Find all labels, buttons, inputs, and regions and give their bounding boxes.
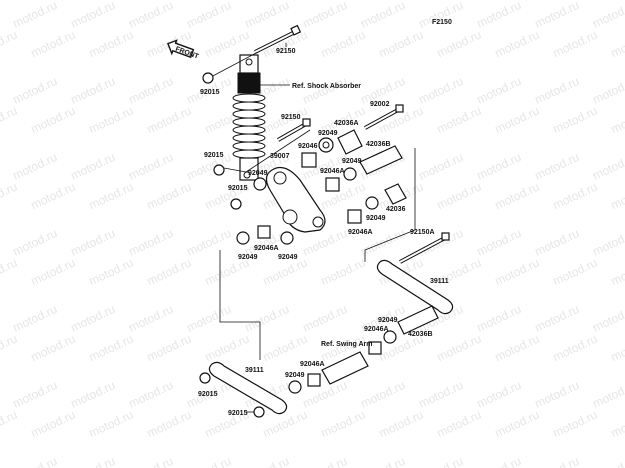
sleeve-42036b-top <box>359 145 403 175</box>
nut-low-icon <box>230 198 242 210</box>
svg-text:92049: 92049 <box>318 130 338 137</box>
nut-mid-icon <box>213 164 225 176</box>
svg-text:42036A: 42036A <box>334 120 359 127</box>
svg-text:92150: 92150 <box>281 114 301 121</box>
rocker-arm <box>265 167 326 233</box>
svg-text:92015: 92015 <box>228 185 248 192</box>
svg-text:92049: 92049 <box>366 215 386 222</box>
svg-text:92015: 92015 <box>200 89 220 96</box>
svg-text:42036B: 42036B <box>366 141 391 148</box>
svg-text:92049: 92049 <box>342 158 362 165</box>
sleeve-42036 <box>384 183 407 205</box>
svg-text:92150: 92150 <box>276 48 296 55</box>
svg-text:39111: 39111 <box>430 278 449 285</box>
washer-2-icon <box>253 177 267 191</box>
bolt-92150a <box>399 232 450 264</box>
svg-text:92015: 92015 <box>204 152 224 159</box>
svg-text:42036: 42036 <box>386 206 406 213</box>
svg-text:39111: 39111 <box>245 367 264 374</box>
svg-text:92049: 92049 <box>248 170 268 177</box>
bolt-right <box>364 104 404 130</box>
washer-6-icon <box>280 231 294 245</box>
svg-text:39007: 39007 <box>270 153 290 160</box>
nut-bottom-icon <box>253 406 265 418</box>
shock-absorber <box>232 54 266 181</box>
ref-swing-arm: Ref. Swing Arm <box>321 341 372 348</box>
svg-text:92015: 92015 <box>198 391 218 398</box>
nut-left-icon <box>199 372 211 384</box>
washer-5-icon <box>236 231 250 245</box>
svg-text:92046: 92046 <box>298 143 318 150</box>
nut-top-icon <box>202 72 214 84</box>
front-arrow-icon: FRONT <box>167 39 200 61</box>
tie-rod-right <box>376 259 454 315</box>
svg-text:92046A: 92046A <box>348 229 373 236</box>
svg-text:92046A: 92046A <box>364 326 389 333</box>
sleeve-42036a <box>337 129 363 155</box>
svg-text:92049: 92049 <box>238 254 258 261</box>
svg-text:92046A: 92046A <box>300 361 325 368</box>
swing-arm-pivot <box>321 351 369 385</box>
bolt-mid <box>277 118 311 142</box>
svg-text:92046A: 92046A <box>254 245 279 252</box>
svg-text:42036B: 42036B <box>408 331 433 338</box>
sleeve-42036b-low <box>397 305 439 335</box>
bearing-a2-icon <box>347 209 362 224</box>
svg-text:92015: 92015 <box>228 410 248 417</box>
washer-8-icon <box>288 380 302 394</box>
figure-code: F2150 <box>432 19 452 26</box>
bearing-92046-icon <box>301 152 317 168</box>
svg-text:92150A: 92150A <box>410 229 435 236</box>
svg-text:92049: 92049 <box>285 372 305 379</box>
tie-rod-left <box>208 361 288 415</box>
bearing-a4-icon <box>368 341 382 355</box>
svg-text:92002: 92002 <box>370 101 390 108</box>
ref-shock-absorber: Ref. Shock Absorber <box>292 83 361 90</box>
washer-3-icon <box>343 167 357 181</box>
washer-7-icon <box>383 330 397 344</box>
washer-4-icon <box>365 196 379 210</box>
svg-text:92046A: 92046A <box>320 168 345 175</box>
bearing-a5-icon <box>307 373 321 387</box>
bearing-a1-icon <box>325 177 340 192</box>
bolt-top <box>254 24 302 54</box>
svg-text:92049: 92049 <box>378 317 398 324</box>
svg-text:92049: 92049 <box>278 254 298 261</box>
bearing-a3-icon <box>257 225 271 239</box>
